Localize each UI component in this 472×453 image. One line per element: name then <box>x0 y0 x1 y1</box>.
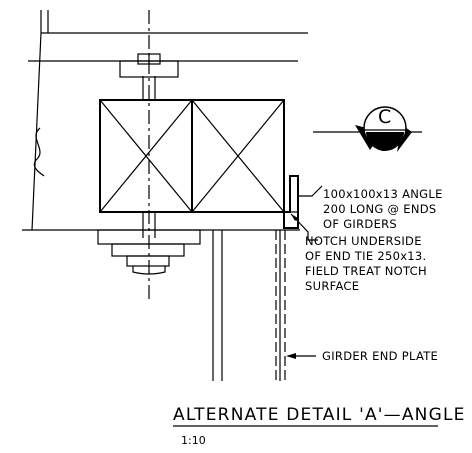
angle-stop <box>283 175 299 229</box>
section-marker: C – <box>313 106 422 152</box>
detail-title: ALTERNATE DETAIL 'A'—ANGLE STOP <box>173 405 472 425</box>
detail-scale: 1:10 <box>181 434 206 447</box>
notch-note: NOTCH UNDERSIDE OF END TIE 250x13. FIELD… <box>305 234 427 293</box>
break-line-symbol <box>33 127 45 177</box>
notch-note-line-2: OF END TIE 250x13. <box>305 249 426 263</box>
end-plate-note: GIRDER END PLATE <box>322 349 438 363</box>
girder-outline <box>22 10 308 231</box>
bottom-bearing-plate <box>97 229 201 275</box>
angle-note-line-1: 100x100x13 ANGLE <box>323 187 443 201</box>
angle-note-line-3: OF GIRDERS <box>323 217 397 231</box>
leader-lines <box>286 185 323 359</box>
notch-note-line-1: NOTCH UNDERSIDE <box>305 234 422 248</box>
girder-end-plate <box>275 230 286 381</box>
bearing-block-right <box>191 99 285 213</box>
notch-note-line-3: FIELD TREAT NOTCH <box>305 264 427 278</box>
bearing-block-left <box>99 99 193 213</box>
angle-note-line-2: 200 LONG @ ENDS <box>323 202 437 216</box>
notch-note-line-4: SURFACE <box>305 279 359 293</box>
girder-web <box>212 230 223 381</box>
angle-note: 100x100x13 ANGLE 200 LONG @ ENDS OF GIRD… <box>323 187 443 231</box>
anchor-bolt <box>142 10 156 300</box>
section-sub: – <box>381 135 387 148</box>
section-letter: C <box>378 106 391 128</box>
